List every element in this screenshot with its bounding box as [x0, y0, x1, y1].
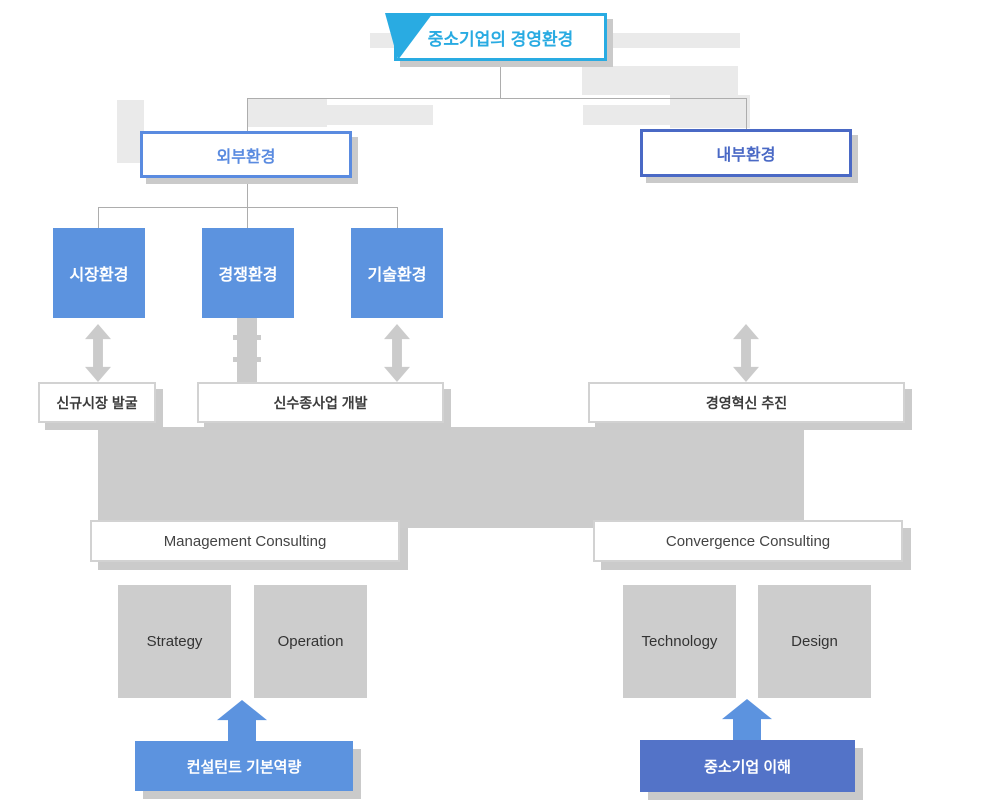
new-business-label: 신수종사업 개발 [273, 394, 368, 411]
competition-env-label: 경쟁환경 [218, 267, 278, 284]
design-label: Design [791, 633, 838, 650]
page-title: 중소기업의 경영환경 [427, 29, 574, 49]
connector-line [98, 207, 99, 228]
ghost-rect [583, 105, 670, 125]
management-consulting-box: Management Consulting [90, 520, 400, 562]
ghost-rect [670, 95, 750, 128]
internal-env-label: 내부환경 [716, 147, 776, 164]
technology-label: Technology [641, 633, 718, 650]
double-arrow-icon [384, 324, 410, 382]
innovation-box: 경영혁신 추진 [588, 382, 905, 423]
connector-line [98, 207, 398, 208]
up-arrow-icon [722, 699, 772, 741]
ghost-rect [582, 66, 738, 95]
consultant-capability-box: 컨설턴트 기본역량 [135, 741, 353, 791]
market-env-box: 시장환경 [53, 228, 145, 318]
operation-box: Operation [254, 585, 367, 698]
external-env-label: 외부환경 [216, 148, 276, 166]
management-consulting-label: Management Consulting [163, 532, 327, 550]
title-box: 중소기업의 경영환경 [394, 13, 607, 61]
market-env-label: 시장환경 [69, 267, 129, 284]
design-box: Design [758, 585, 871, 698]
new-business-box: 신수종사업 개발 [197, 382, 444, 423]
new-market-box: 신규시장 발굴 [38, 382, 156, 423]
new-market-label: 신규시장 발굴 [56, 394, 138, 411]
convergence-consulting-label: Convergence Consulting [665, 532, 831, 550]
technology-env-box: 기술환경 [351, 228, 443, 318]
connector-line [247, 207, 248, 228]
thick-connector-bar [237, 318, 257, 383]
convergence-consulting-box: Convergence Consulting [593, 520, 903, 562]
connector-line [247, 180, 248, 207]
double-arrow-icon [85, 324, 111, 382]
ghost-rect [117, 100, 144, 163]
consultant-capability-label: 컨설턴트 기본역량 [186, 758, 302, 776]
connector-line [247, 98, 248, 131]
competition-env-box: 경쟁환경 [202, 228, 294, 318]
double-arrow-icon [733, 324, 759, 382]
connector-line [500, 62, 501, 98]
connector-line [397, 207, 398, 228]
thick-connector-notch [233, 335, 261, 340]
strategy-label: Strategy [146, 633, 203, 650]
innovation-label: 경영혁신 추진 [705, 394, 788, 411]
sme-understanding-box: 중소기업 이해 [640, 740, 855, 792]
connector-line [746, 98, 747, 129]
sme-understanding-label: 중소기업 이해 [704, 758, 791, 776]
operation-label: Operation [277, 633, 344, 650]
connector-line [247, 98, 747, 99]
internal-env-box: 내부환경 [640, 129, 852, 177]
external-env-box: 외부환경 [140, 131, 352, 178]
up-arrow-icon [217, 700, 267, 742]
gray-connector-band [98, 427, 804, 528]
strategy-box: Strategy [118, 585, 231, 698]
ghost-rect [300, 105, 433, 125]
technology-box: Technology [623, 585, 736, 698]
technology-env-label: 기술환경 [367, 267, 427, 284]
thick-connector-notch [233, 357, 261, 362]
